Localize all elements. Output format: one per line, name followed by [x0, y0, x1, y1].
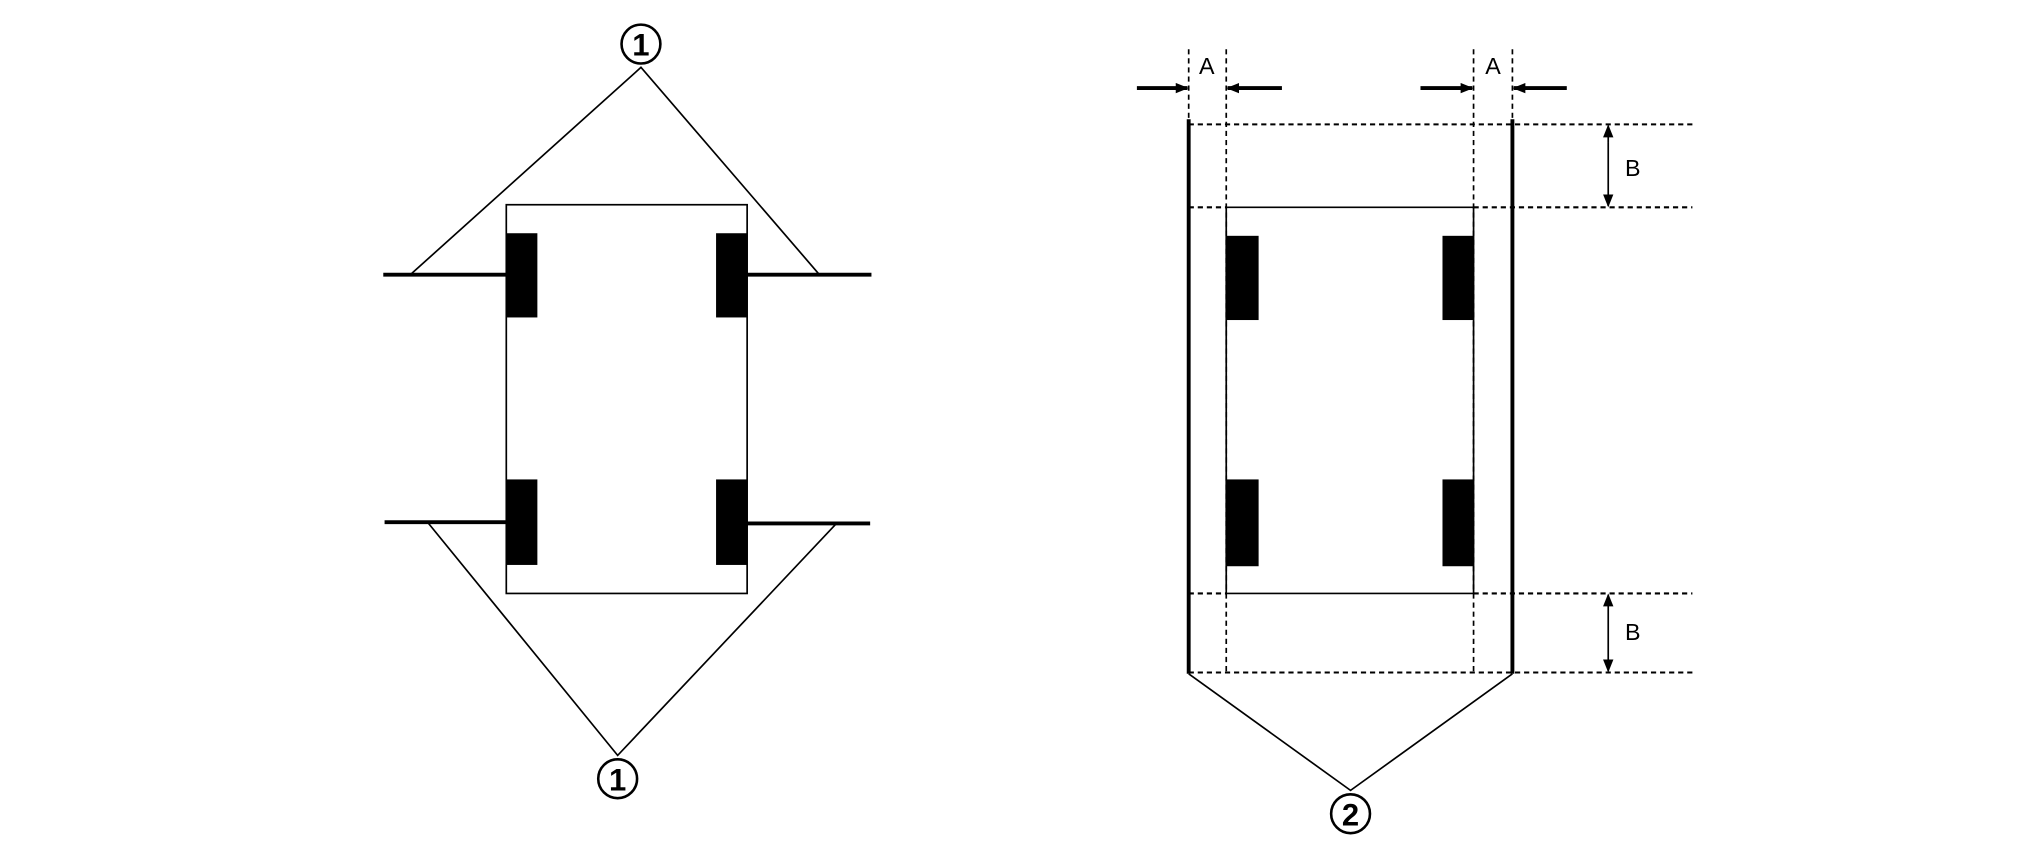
callout-label: 2 — [1342, 797, 1359, 832]
wheel-front-left — [1226, 235, 1259, 321]
dimension-label-a-right: A — [1485, 53, 1501, 79]
leader-line-2 — [1188, 673, 1513, 792]
vehicle-body — [505, 203, 748, 595]
callout-1-top: 1 — [620, 23, 662, 65]
wheel-rear-left — [506, 479, 538, 565]
leader-line-bottom — [427, 522, 838, 757]
wheel-front-left — [506, 233, 538, 318]
callout-1-bottom: 1 — [596, 758, 639, 800]
left-view: 1 1 — [383, 23, 872, 800]
wheel-rear-right — [1442, 479, 1474, 567]
callout-label: 1 — [632, 28, 649, 63]
callout-2: 2 — [1329, 792, 1372, 835]
leader-line-top — [411, 66, 819, 275]
right-view: A A B B 2 — [1136, 49, 1693, 835]
wheel-front-right — [716, 233, 748, 318]
callout-label: 1 — [609, 762, 626, 797]
dimension-label-b-top: B — [1625, 155, 1641, 181]
dimension-label-b-bottom: B — [1625, 619, 1641, 645]
dimension-label-a-left: A — [1199, 53, 1215, 79]
wheel-front-right — [1442, 235, 1474, 321]
wheel-rear-left — [1226, 479, 1259, 567]
wheel-rear-right — [716, 479, 748, 565]
